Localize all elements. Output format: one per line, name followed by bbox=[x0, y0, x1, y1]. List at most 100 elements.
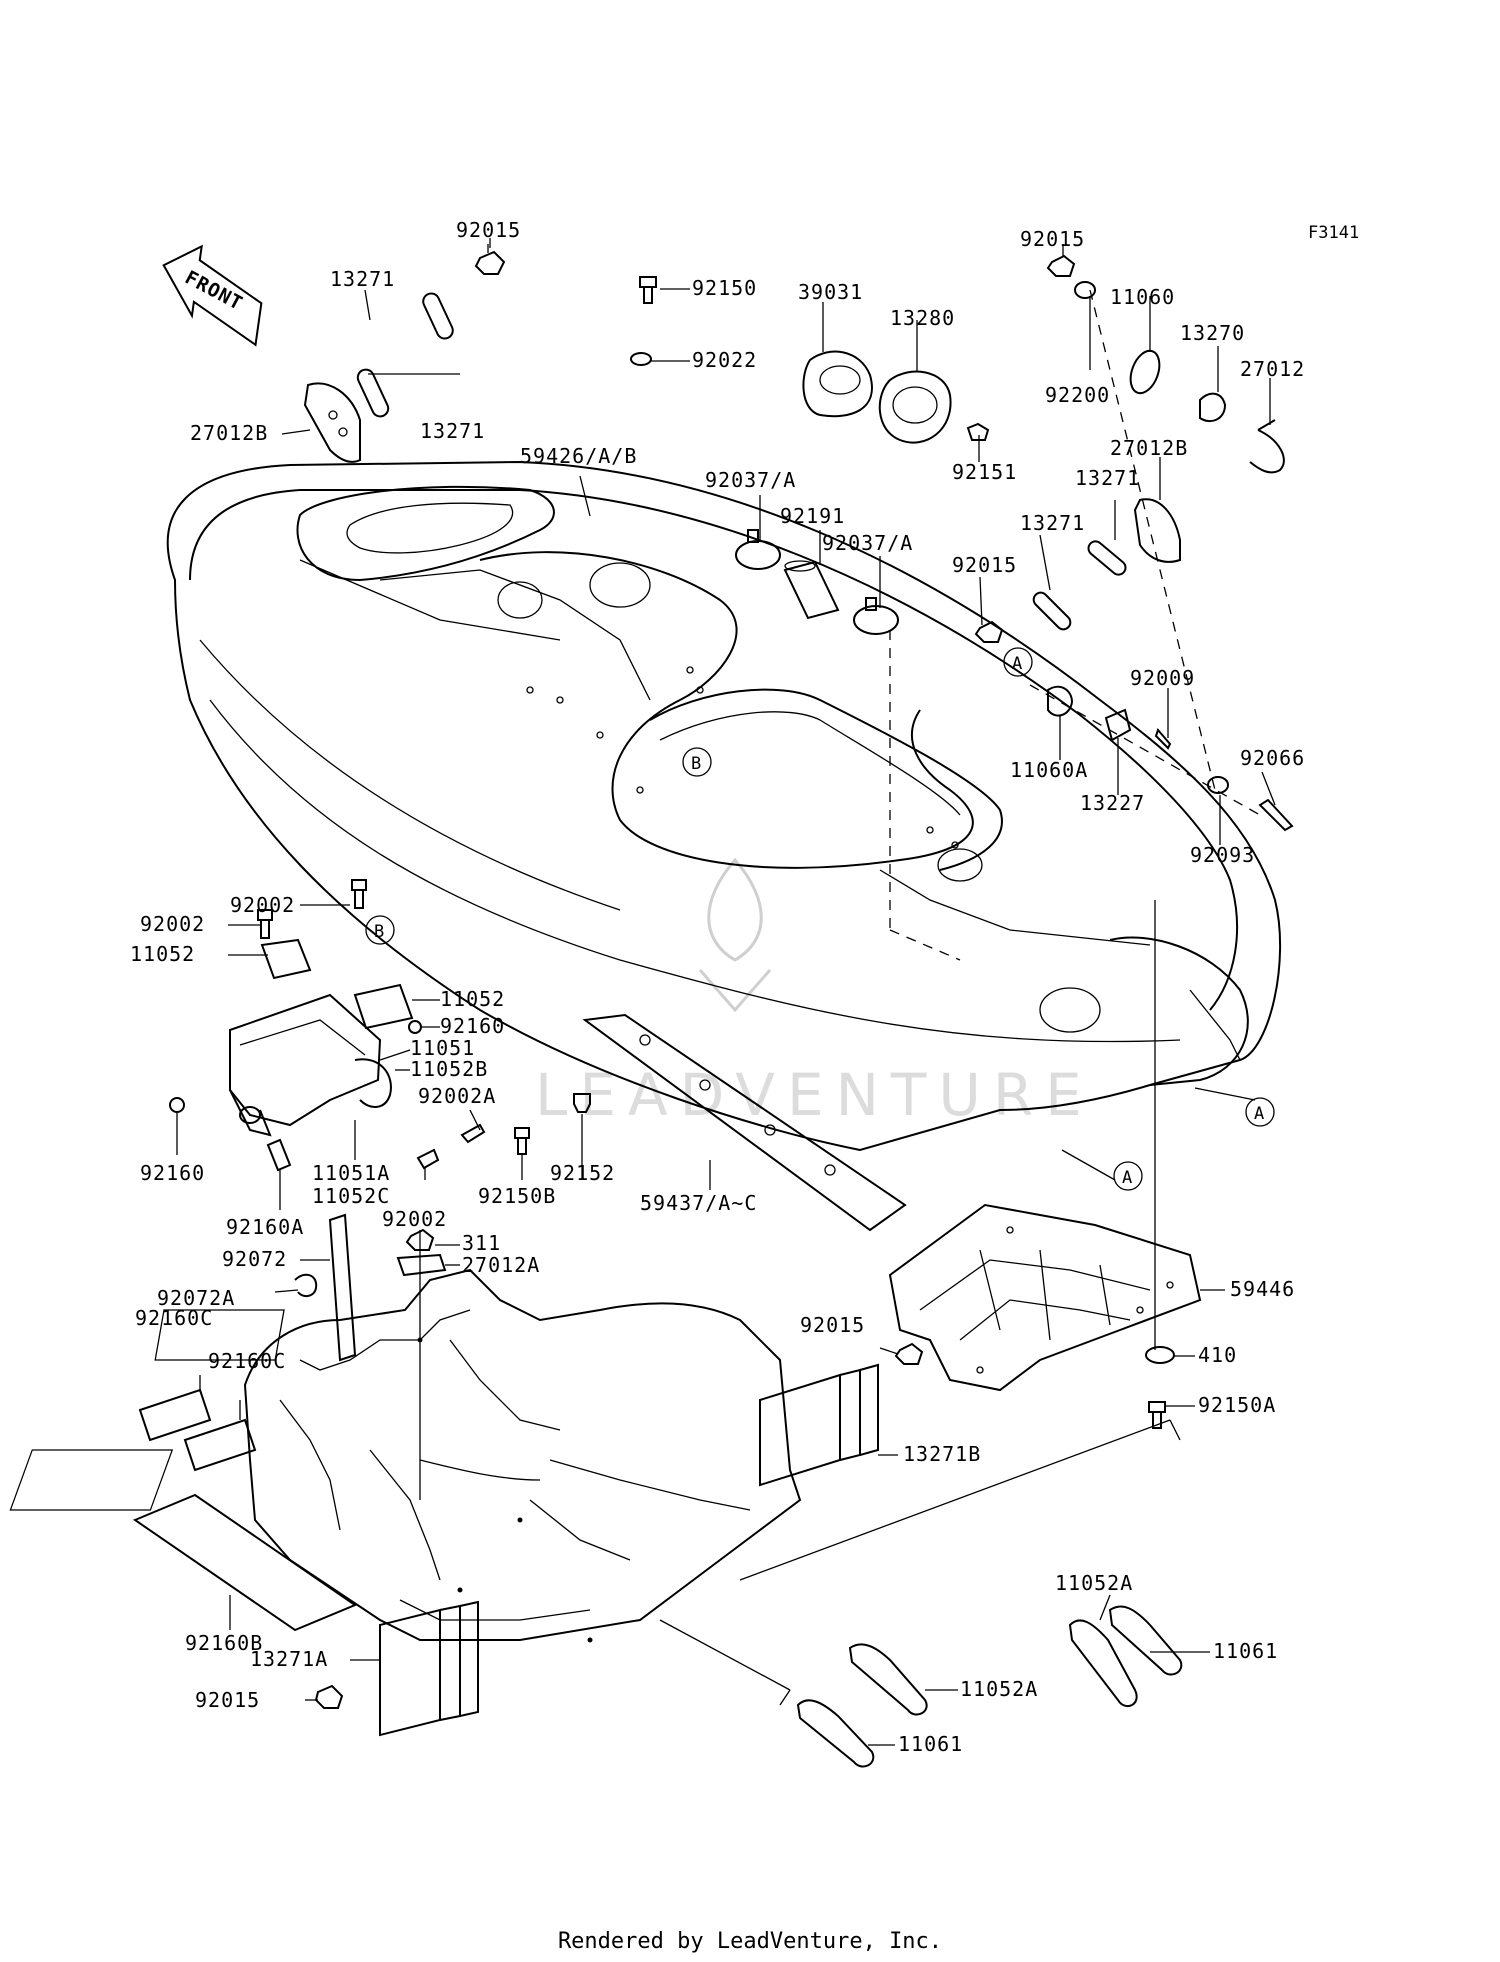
label-92191: 92191 bbox=[780, 504, 845, 528]
bracket-27012A bbox=[396, 1253, 447, 1277]
svg-text:A: A bbox=[1122, 1168, 1132, 1188]
label-13227: 13227 bbox=[1080, 791, 1145, 815]
cap-39031 bbox=[802, 350, 873, 418]
plate-27012B-left bbox=[303, 382, 361, 463]
label-11052A: 11052A bbox=[1055, 1571, 1133, 1595]
label-27012A: 27012A bbox=[462, 1253, 540, 1277]
tab-92160A bbox=[266, 1138, 292, 1172]
part-labels: 92015 13271 13271 27012B 92150 92022 390… bbox=[130, 218, 1305, 1756]
label-27012: 27012 bbox=[1240, 357, 1305, 381]
ref-marker-a-1: A bbox=[1003, 647, 1033, 677]
label-311: 311 bbox=[462, 1231, 501, 1255]
nut-92160-left bbox=[169, 1097, 185, 1113]
bolt-92009 bbox=[1154, 728, 1172, 750]
label-27012B: 27012B bbox=[190, 421, 268, 445]
label-11052: 11052 bbox=[440, 987, 505, 1011]
pads-92160C-1 bbox=[138, 1388, 212, 1442]
side-strip-59437 bbox=[582, 1013, 907, 1232]
nut-92015-top-left bbox=[474, 238, 506, 275]
label-13271: 13271 bbox=[330, 267, 395, 291]
label-27012B: 27012B bbox=[1110, 436, 1188, 460]
leader-lines bbox=[176, 244, 1276, 1746]
label-11051A: 11051A bbox=[312, 1161, 390, 1185]
label-13270: 13270 bbox=[1180, 321, 1245, 345]
clip-92072A bbox=[294, 1273, 318, 1298]
label-11052B: 11052B bbox=[410, 1057, 488, 1081]
plate-13270 bbox=[1199, 392, 1227, 423]
hull-deck-59426 bbox=[166, 460, 1282, 1152]
label-59426: 59426/A/B bbox=[520, 444, 637, 468]
ring-13280 bbox=[878, 370, 952, 444]
nut-92015-bottom bbox=[894, 1342, 924, 1365]
label-11061: 11061 bbox=[898, 1732, 963, 1756]
label-92150A: 92150A bbox=[1198, 1393, 1276, 1417]
pads-13271A bbox=[379, 1600, 479, 1737]
label-92022: 92022 bbox=[692, 348, 757, 372]
watermark-logo: LEADVENTURE bbox=[535, 857, 1082, 1129]
bar-11052A-left bbox=[848, 1643, 928, 1716]
label-13271A: 13271A bbox=[250, 1647, 328, 1671]
bracket-13227 bbox=[1104, 708, 1132, 742]
label-11061: 11061 bbox=[1213, 1639, 1278, 1663]
svg-text:A: A bbox=[1012, 654, 1022, 674]
plate-27012B-right bbox=[1133, 498, 1181, 563]
clip-11052-left bbox=[260, 938, 312, 980]
label-92150: 92150 bbox=[692, 276, 757, 300]
label-11060A: 11060A bbox=[1010, 758, 1088, 782]
label-92002A: 92002A bbox=[418, 1084, 496, 1108]
nut-92015-bottom-left bbox=[314, 1684, 344, 1709]
bolt-92150B bbox=[514, 1127, 530, 1155]
label-92072: 92072 bbox=[222, 1247, 287, 1271]
label-92002: 92002 bbox=[230, 893, 295, 917]
grommet-11060A bbox=[1047, 685, 1074, 717]
bolt-92002-3 bbox=[416, 1148, 440, 1170]
nut-92015-mid bbox=[974, 620, 1004, 643]
bracket-assembly bbox=[229, 993, 382, 1137]
clip-11052-right bbox=[353, 983, 414, 1030]
footer-credit: Rendered by LeadVenture, Inc. bbox=[558, 1929, 942, 1954]
label-92066: 92066 bbox=[1240, 746, 1305, 770]
label-13271: 13271 bbox=[1075, 466, 1140, 490]
label-92093: 92093 bbox=[1190, 843, 1255, 867]
hose-92191 bbox=[783, 560, 840, 620]
hull-tray bbox=[9, 1268, 802, 1643]
bolt-92002-1 bbox=[351, 879, 367, 909]
bolt-92002A bbox=[460, 1123, 486, 1144]
label-39031: 39031 bbox=[798, 280, 863, 304]
label-92015: 92015 bbox=[456, 218, 521, 242]
label-92200: 92200 bbox=[1045, 383, 1110, 407]
svg-text:B: B bbox=[374, 922, 384, 942]
screw-92152 bbox=[573, 1093, 591, 1113]
label-92160A: 92160A bbox=[226, 1215, 304, 1239]
label-92015: 92015 bbox=[1020, 227, 1085, 251]
label-92150B: 92150B bbox=[478, 1184, 556, 1208]
bar-11061-right bbox=[1108, 1605, 1183, 1676]
ref-marker-a-2: A bbox=[1245, 1097, 1275, 1127]
label-92002: 92002 bbox=[382, 1207, 447, 1231]
label-92037: 92037/A bbox=[705, 468, 796, 492]
label-410: 410 bbox=[1198, 1343, 1237, 1367]
skid-plate-59446 bbox=[888, 1203, 1202, 1392]
u-bolt-27012 bbox=[1249, 419, 1285, 474]
label-92015: 92015 bbox=[952, 553, 1017, 577]
bolt-92066 bbox=[1258, 798, 1294, 832]
label-11051: 11051 bbox=[410, 1036, 475, 1060]
screw-92151 bbox=[966, 422, 990, 441]
label-92160C: 92160C bbox=[208, 1349, 286, 1373]
label-11052C: 11052C bbox=[312, 1184, 390, 1208]
label-11052A: 11052A bbox=[960, 1677, 1038, 1701]
washer-92022 bbox=[630, 352, 652, 366]
bolt-92002-2 bbox=[257, 909, 273, 939]
label-92015: 92015 bbox=[195, 1688, 260, 1712]
nut-92160 bbox=[408, 1020, 422, 1034]
label-92160B: 92160B bbox=[185, 1631, 263, 1655]
pads-13271B bbox=[759, 1363, 879, 1487]
label-92151: 92151 bbox=[952, 460, 1017, 484]
label-92152: 92152 bbox=[550, 1161, 615, 1185]
bolt-92150A bbox=[1148, 1401, 1166, 1429]
svg-text:B: B bbox=[691, 754, 701, 774]
label-11052: 11052 bbox=[130, 942, 195, 966]
front-label: FRONT bbox=[181, 266, 246, 315]
washer-92200 bbox=[1074, 281, 1096, 299]
label-92015: 92015 bbox=[800, 1313, 865, 1337]
